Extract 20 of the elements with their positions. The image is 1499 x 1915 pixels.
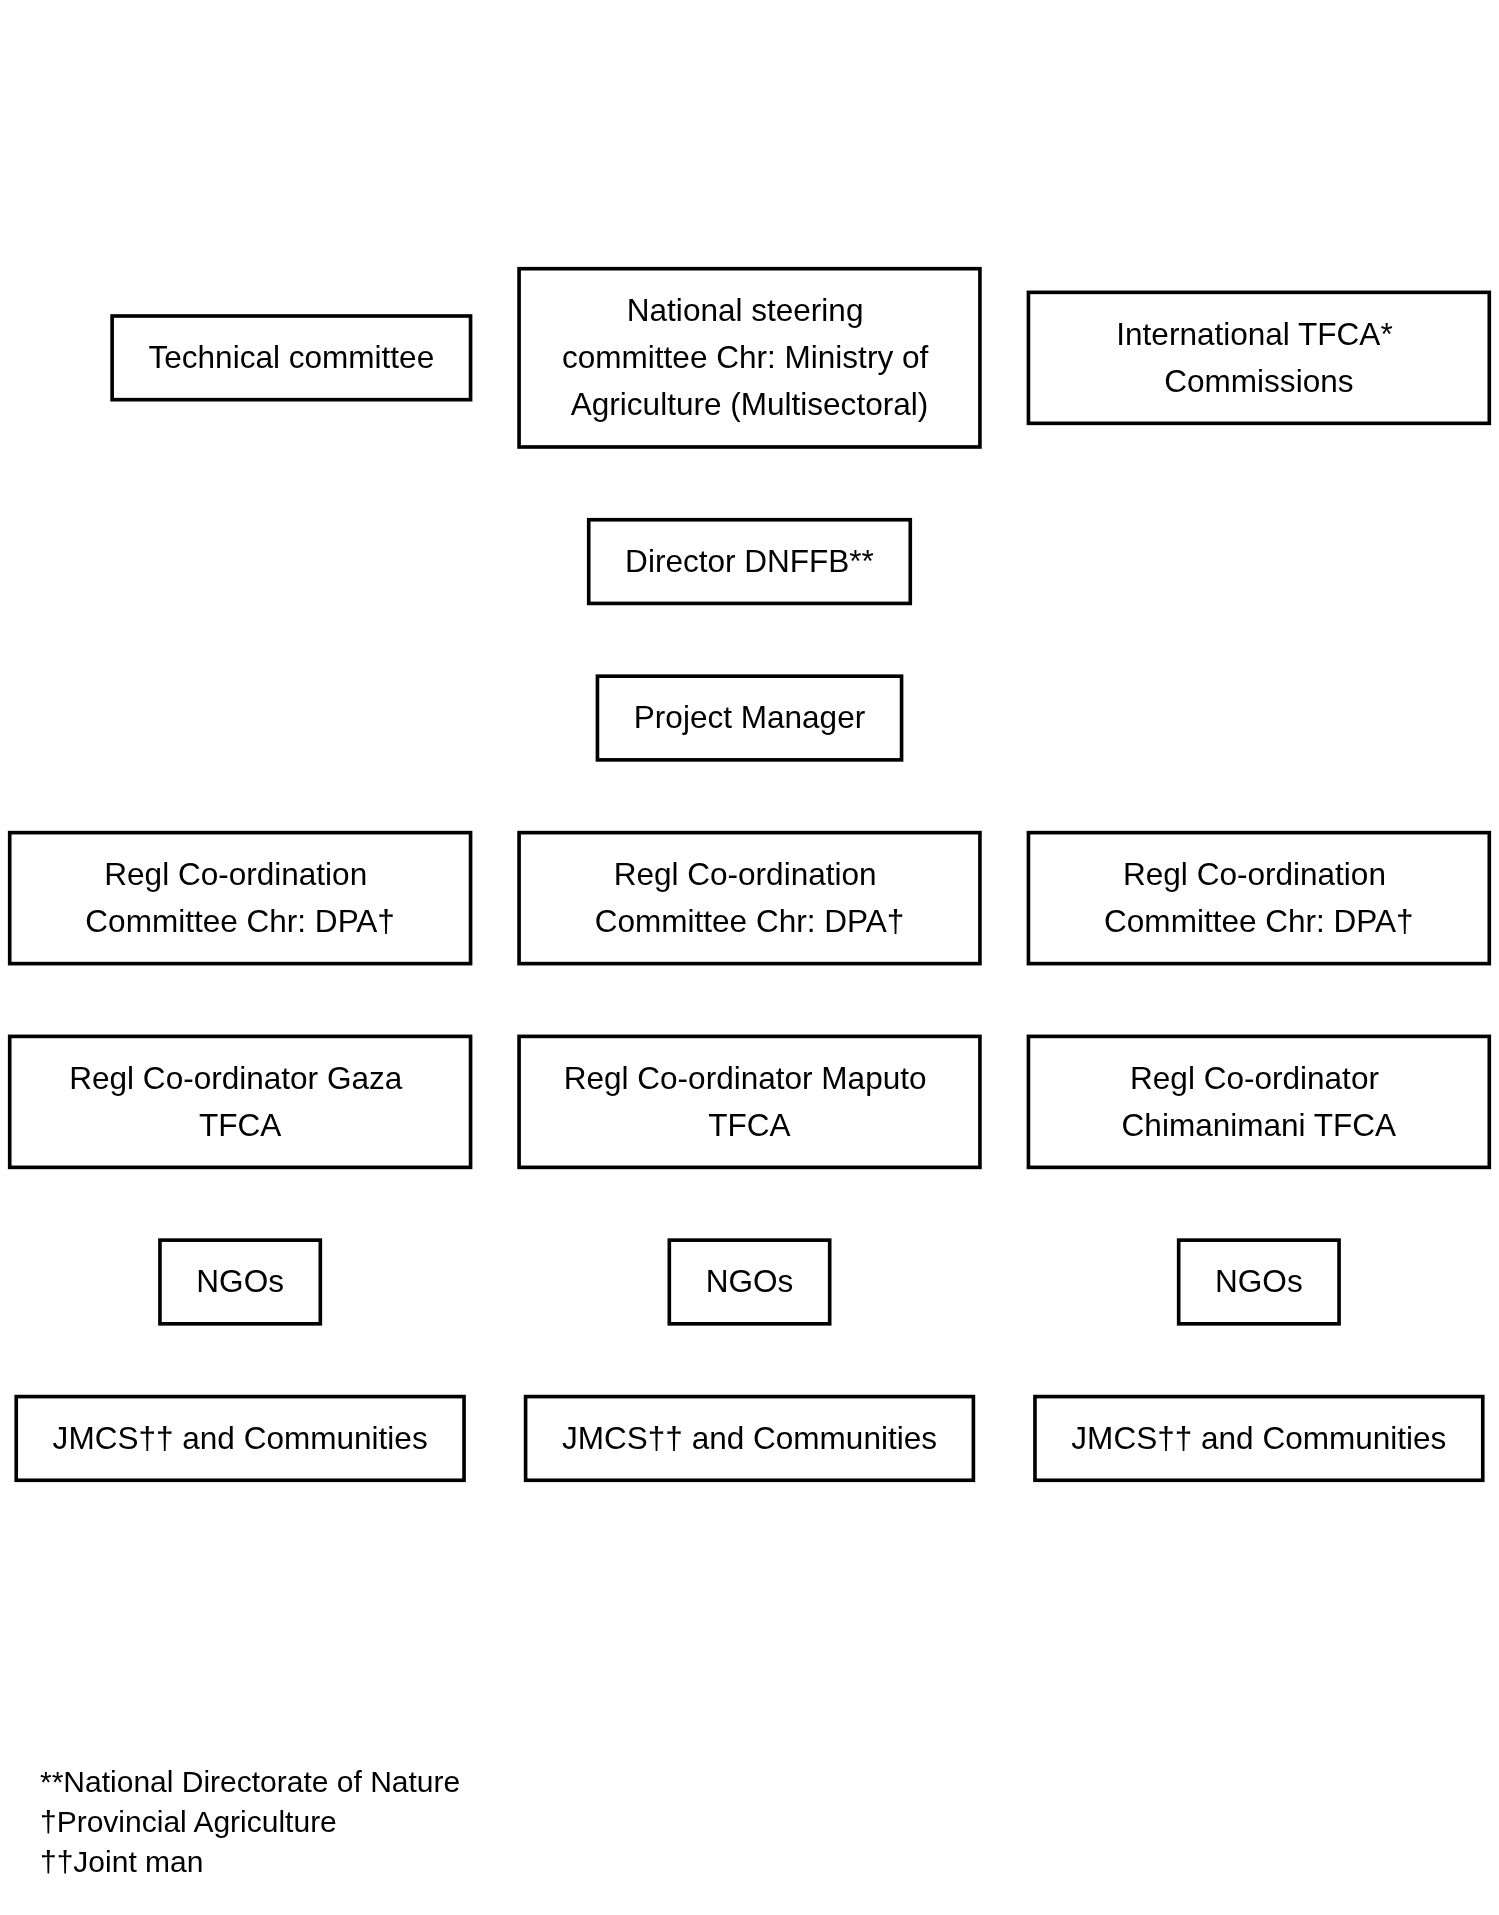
node-box: Director DNFFB** — [586, 517, 913, 606]
footnote: ††Joint man — [40, 1845, 205, 1879]
node-box: Regl Co-ordination Committee Chr: DPA† — [517, 830, 982, 966]
node-box: NGOs — [1176, 1238, 1341, 1326]
node-box: NGOs — [667, 1238, 832, 1326]
node-box: Regl Co-ordination Committee Chr: DPA† — [1026, 830, 1492, 966]
node-box: Technical committee — [110, 314, 473, 402]
node-box: JMCS†† and Communities — [523, 1394, 976, 1483]
node-box: Regl Co-ordinator Maputo TFCA — [517, 1034, 982, 1170]
node-box: Project Manager — [595, 674, 904, 762]
node-box: JMCS†† and Communities — [1033, 1394, 1485, 1483]
node-box: National steering committee Chr: Ministry of Agriculture (Multisectoral) — [517, 266, 982, 449]
node-box: Regl Co-ordinator Chimanimani TFCA — [1026, 1034, 1492, 1170]
node-box: JMCS†† and Communities — [14, 1394, 466, 1483]
footnote: **National Directorate of Nature — [40, 1765, 462, 1799]
footnote: †Provincial Agriculture — [40, 1805, 338, 1839]
node-box: Regl Co-ordinator Gaza TFCA — [7, 1034, 473, 1170]
node-box: International TFCA* Commissions — [1026, 290, 1492, 426]
node-box: NGOs — [158, 1238, 323, 1326]
node-box: Regl Co-ordination Committee Chr: DPA† — [7, 830, 473, 966]
